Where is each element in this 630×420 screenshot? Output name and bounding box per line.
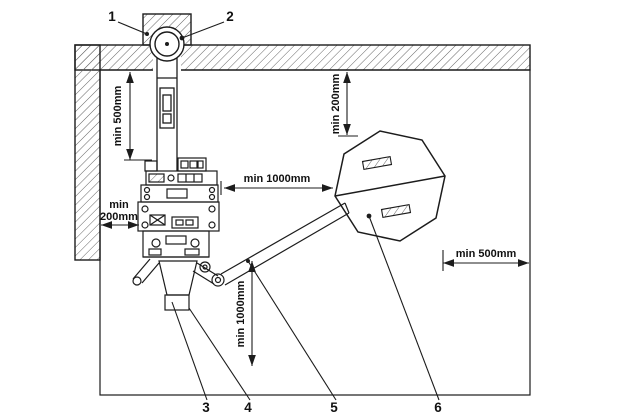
dim-boom-vertical-clearance-label: min 1000mm <box>235 280 247 347</box>
mast-column <box>153 45 181 172</box>
dim-mast-top-clearance-label: min 500mm <box>112 86 124 147</box>
callout-3-label: 3 <box>202 400 210 415</box>
dim-wall-side-clearance-label-1: min <box>109 199 129 211</box>
room-walls <box>74 44 531 261</box>
callout-5-label: 5 <box>330 400 338 415</box>
elbow-pivot <box>199 261 211 273</box>
tank-handle-lower <box>380 203 412 219</box>
machine-body <box>137 157 220 258</box>
dimension-annotations: min 500mm min 200mm min 1000mm min 200mm… <box>100 72 529 366</box>
dim-tank-right-clearance-label: min 500mm <box>456 248 517 260</box>
top-wall <box>74 44 531 71</box>
boom-pivot <box>211 273 225 287</box>
room-outline <box>99 69 531 396</box>
dim-tank-top-clearance-label: min 200mm <box>330 74 342 135</box>
dim-wall-side-clearance: min 200mm <box>100 199 139 229</box>
callout-labels: 1 2 3 4 5 6 <box>108 9 442 415</box>
dim-boom-horizontal-clearance: min 1000mm <box>220 173 333 195</box>
dim-mast-top-clearance: min 500mm <box>112 72 152 161</box>
dim-tank-top-clearance: min 200mm <box>330 72 358 137</box>
octagonal-tank <box>334 130 446 242</box>
callout-6: 6 <box>366 213 442 415</box>
dim-boom-horizontal-clearance-label: min 1000mm <box>244 173 311 185</box>
tank-split-line <box>334 175 446 197</box>
callout-5: 5 <box>246 259 338 415</box>
callout-3: 3 <box>171 301 210 415</box>
pulley-wheel-inner <box>154 31 180 57</box>
tank-handle-upper <box>361 155 393 171</box>
dim-wall-side-clearance-label-2: 200mm <box>100 211 138 223</box>
callout-1-label: 1 <box>108 9 116 24</box>
discharge-chute <box>132 258 198 311</box>
boom-arm <box>192 202 350 287</box>
mast-guide-rail <box>159 87 175 129</box>
callout-4: 4 <box>188 307 252 415</box>
pulley-axle <box>165 42 169 46</box>
callout-2-label: 2 <box>226 9 234 24</box>
left-wall <box>74 44 101 261</box>
dim-tank-right-clearance: min 500mm <box>442 248 529 271</box>
callout-2: 2 <box>179 9 234 41</box>
dim-boom-vertical-clearance: min 1000mm <box>235 261 256 366</box>
callout-6-label: 6 <box>434 400 442 415</box>
chute-outlet <box>164 294 190 311</box>
callout-4-label: 4 <box>244 400 252 415</box>
support-roller <box>132 276 142 286</box>
callout-1: 1 <box>108 9 149 36</box>
